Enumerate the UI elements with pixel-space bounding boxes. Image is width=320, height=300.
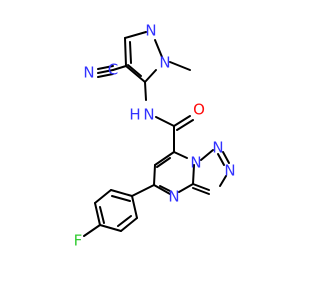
bond-lines (83, 31, 230, 237)
atom-fluorine: F (74, 232, 83, 250)
atom-amide-h: H (129, 106, 140, 124)
atom-carbonyl-o: O (193, 101, 205, 119)
atom-amide-n: N (143, 106, 154, 124)
atom-labels: N C N N N H O N N N N F (74, 22, 236, 250)
atom-pyrimidine-n: N (168, 188, 179, 206)
atom-nitrile-n: N (83, 64, 94, 82)
atom-nitrile-c: C (108, 61, 118, 79)
atom-pyrazole-n2: N (145, 22, 156, 40)
molecule-diagram: N C N N N H O N N N N F (74, 22, 236, 250)
atom-triazole-n1: N (190, 154, 201, 172)
atom-triazole-n2: N (212, 139, 223, 157)
atom-triazole-n3: N (224, 162, 235, 180)
atom-pyrazole-n1: N (159, 54, 170, 72)
